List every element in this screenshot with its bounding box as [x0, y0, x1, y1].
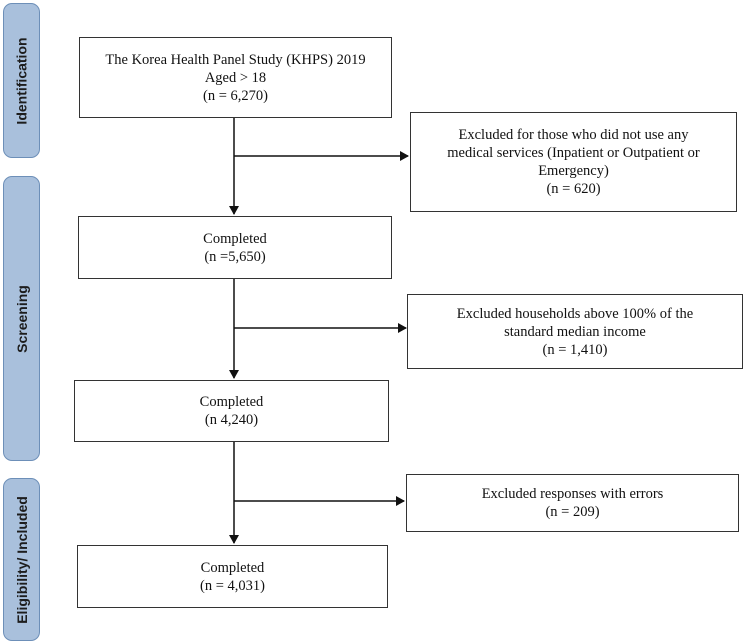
phase-screening: Screening	[3, 176, 40, 461]
completed-3-line-2: (n = 4,031)	[200, 577, 265, 594]
box-completed-2: Completed (n 4,240)	[74, 380, 389, 442]
completed-1-line-1: Completed	[203, 230, 267, 247]
excluded-no-services-line-3: Emergency)	[538, 163, 609, 179]
completed-3-line-1: Completed	[200, 559, 265, 576]
box-completed-1: Completed (n =5,650)	[78, 216, 392, 279]
source-line-3: (n = 6,270)	[203, 87, 268, 104]
excluded-no-services-line-4: (n = 620)	[546, 181, 601, 197]
completed-2-line-1: Completed	[199, 394, 264, 410]
box-source-population: The Korea Health Panel Study (KHPS) 2019…	[79, 37, 392, 118]
completed-1-line-2: (n =5,650)	[204, 248, 266, 265]
excluded-no-services-line-2: medical services (Inpatient or Outpatien…	[447, 145, 700, 161]
source-line-1: The Korea Health Panel Study (KHPS) 2019	[105, 51, 366, 68]
excluded-income-line-1: Excluded households above 100% of the	[456, 305, 694, 322]
excluded-no-services-line-1: Excluded for those who did not use any	[458, 127, 689, 143]
excluded-errors-line-1: Excluded responses with errors	[481, 486, 664, 502]
phase-eligibility: Eligibility/ Included	[3, 478, 40, 641]
box-completed-3: Completed (n = 4,031)	[77, 545, 388, 608]
phase-identification: Identification	[3, 3, 40, 158]
excluded-errors-line-2: (n = 209)	[545, 504, 600, 520]
box-excluded-errors: Excluded responses with errors (n = 209)	[406, 474, 739, 532]
excluded-income-line-2: standard median income	[504, 323, 646, 340]
box-excluded-no-services: Excluded for those who did not use any m…	[410, 112, 737, 212]
excluded-income-line-3: (n = 1,410)	[542, 341, 608, 358]
completed-2-line-2: (n 4,240)	[204, 412, 259, 428]
source-line-2: Aged > 18	[204, 69, 267, 86]
box-excluded-income: Excluded households above 100% of the st…	[407, 294, 743, 369]
